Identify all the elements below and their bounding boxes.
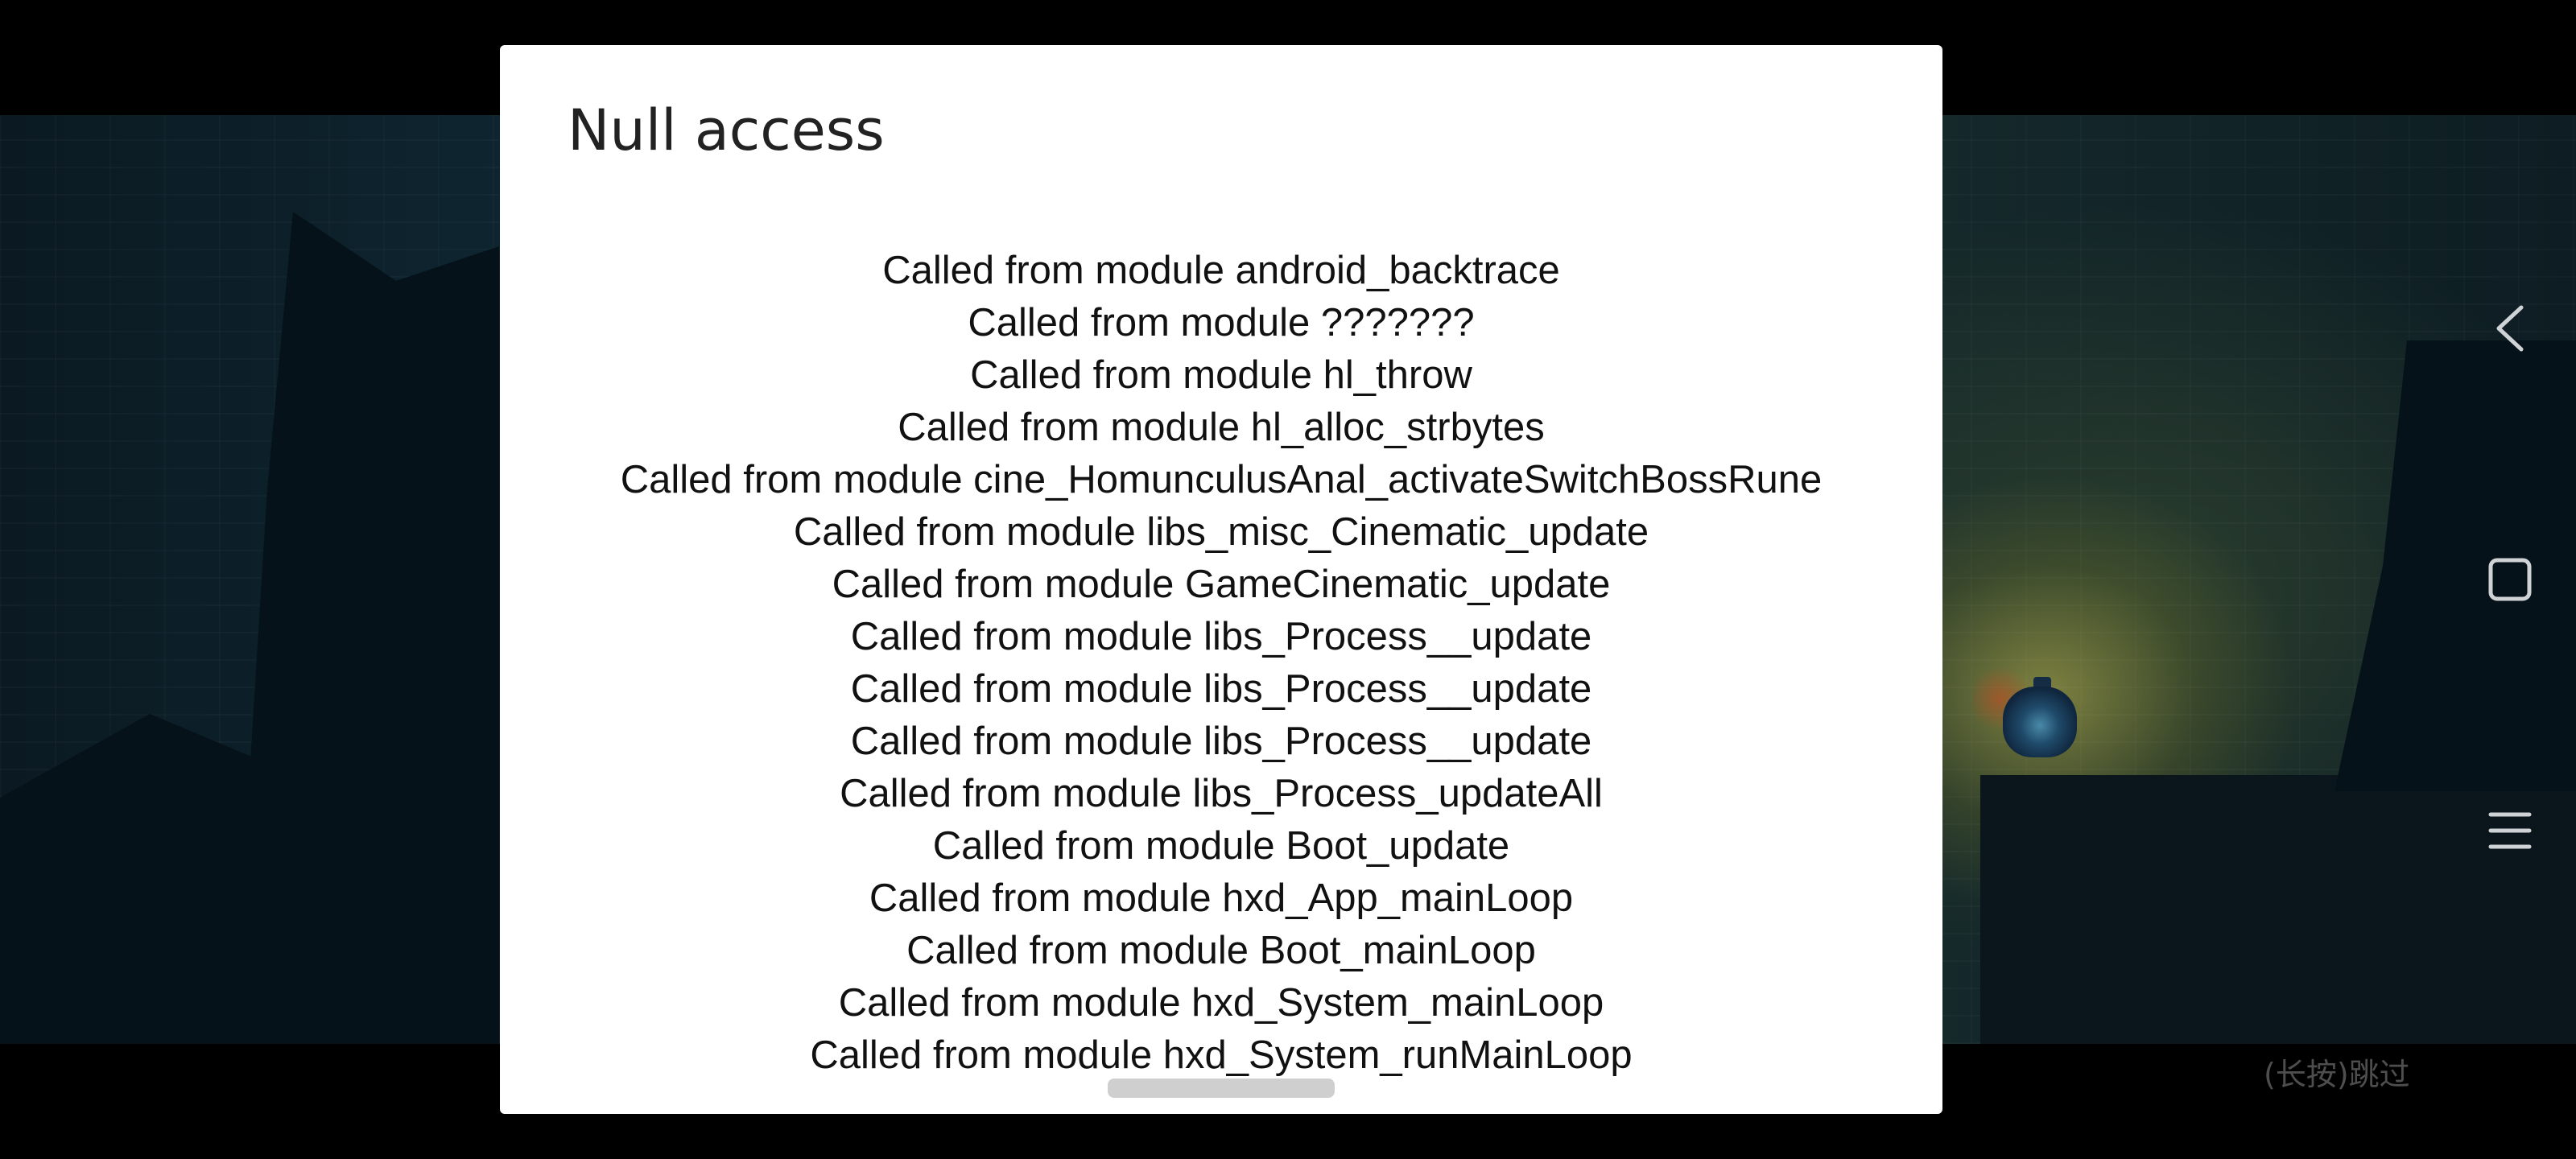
- dialog-title: Null access: [568, 97, 885, 163]
- stack-trace-list: Called from module android_backtrace Cal…: [500, 245, 1942, 1082]
- stack-trace-line: Called from module hl_throw: [970, 353, 1472, 397]
- scrollbar-handle[interactable]: [1108, 1079, 1335, 1098]
- square-icon: [2488, 558, 2532, 601]
- stack-trace-line: Called from module libs_Process__update: [850, 615, 1592, 658]
- stack-trace-line: Called from module hl_alloc_strbytes: [898, 406, 1545, 449]
- stack-trace-line: Called from module Boot_mainLoop: [906, 929, 1536, 972]
- skip-hint[interactable]: (长按)跳过: [2264, 1057, 2410, 1092]
- nav-menu-button[interactable]: [2478, 798, 2542, 863]
- stack-trace-line: Called from module libs_misc_Cinematic_u…: [793, 510, 1649, 554]
- stack-trace-line: Called from module GameCinematic_update: [832, 563, 1611, 606]
- hamburger-menu-icon: [2488, 812, 2532, 849]
- stack-trace-line: Called from module hxd_System_mainLoop: [838, 981, 1604, 1025]
- error-dialog: Null access Called from module android_b…: [500, 45, 1942, 1114]
- stack-trace-line: Called from module hxd_App_mainLoop: [869, 876, 1574, 920]
- item-pouch-icon: [2003, 687, 2077, 757]
- stack-trace-line: Called from module libs_Process_updateAl…: [840, 772, 1603, 815]
- stack-trace-line: Called from module android_backtrace: [882, 249, 1560, 292]
- stack-trace-line: Called from module libs_Process__update: [850, 720, 1592, 763]
- stone-ledge: [1980, 775, 2576, 1044]
- stack-trace-line: Called from module hxd_System_runMainLoo…: [810, 1033, 1633, 1077]
- stack-trace-line: Called from module Boot_update: [932, 824, 1510, 868]
- nav-back-button[interactable]: [2478, 296, 2542, 361]
- nav-home-button[interactable]: [2478, 547, 2542, 612]
- stack-trace-line: Called from module ???????: [968, 301, 1475, 344]
- stack-trace-line: Called from module cine_HomunculusAnal_a…: [620, 458, 1823, 501]
- stack-trace-line: Called from module libs_Process__update: [850, 667, 1592, 711]
- chevron-left-icon: [2496, 305, 2524, 352]
